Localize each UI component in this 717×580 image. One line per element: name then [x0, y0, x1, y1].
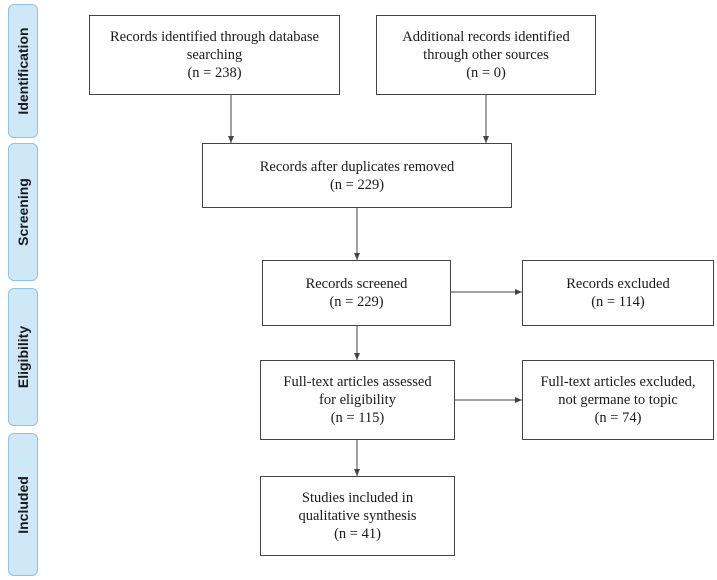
box-studies-included: Studies included in qualitative synthesi…	[260, 476, 455, 556]
studies-included-count: (n = 41)	[334, 526, 381, 542]
fulltext-excluded-count: (n = 74)	[594, 410, 642, 426]
box-fulltext-excluded: Full-text articles excluded, not germane…	[522, 360, 714, 440]
box-fulltext-assessed: Full-text articles assessed for eligibil…	[260, 360, 455, 440]
other-sources-line1: Additional records identified	[402, 29, 570, 45]
studies-included-line1: Studies included in	[301, 490, 414, 506]
records-screened-count: (n = 229)	[329, 294, 384, 310]
fulltext-excluded-line2: not germane to topic	[558, 392, 678, 408]
box-duplicates-removed: Records after duplicates removed (n = 22…	[202, 143, 512, 208]
other-sources-line2: through other sources	[423, 47, 549, 63]
other-sources-count: (n = 0)	[466, 65, 506, 81]
fulltext-excluded-line1: Full-text articles excluded,	[540, 374, 696, 390]
fulltext-assessed-count: (n = 115)	[330, 410, 385, 426]
phase-eligibility: Eligibility	[8, 288, 38, 426]
box-other-sources: Additional records identified through ot…	[376, 15, 596, 95]
duplicates-removed-count: (n = 229)	[329, 176, 385, 193]
box-records-screened: Records screened (n = 229)	[262, 260, 451, 326]
phase-included: Included	[8, 433, 38, 576]
fulltext-assessed-line1: Full-text articles assessed	[283, 374, 432, 390]
records-excluded-line1: Records excluded	[566, 276, 670, 292]
records-screened-line1: Records screened	[305, 276, 408, 292]
phase-screening: Screening	[8, 143, 38, 281]
box-database-records: Records identified through database sear…	[89, 15, 340, 95]
studies-included-line2: qualitative synthesis	[298, 508, 417, 524]
database-records-count: (n = 238)	[187, 65, 242, 81]
box-records-excluded: Records excluded (n = 114)	[522, 260, 714, 326]
records-excluded-count: (n = 114)	[591, 294, 645, 310]
fulltext-assessed-line2: for eligibility	[319, 392, 396, 408]
database-records-line2: searching	[186, 47, 243, 63]
database-records-line1: Records identified through database	[110, 29, 319, 45]
duplicates-removed-line1: Records after duplicates removed	[259, 158, 455, 175]
phase-identification: Identification	[8, 4, 38, 138]
